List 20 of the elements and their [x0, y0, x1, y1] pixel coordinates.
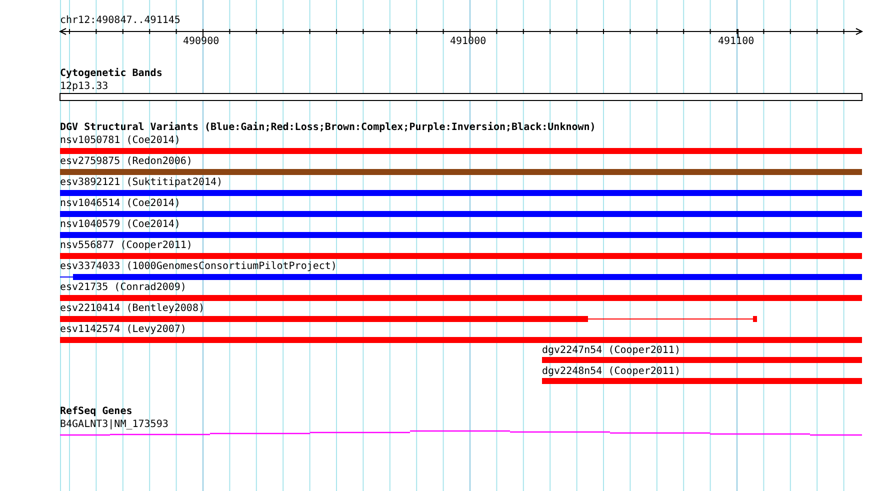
axis-tick-label: 491100	[718, 36, 754, 47]
variant-label: esv3892121 (Suktitipat2014)	[60, 177, 223, 188]
variant-label: esv3374033 (1000GenomesConsortiumPilotProject)	[60, 261, 337, 272]
variant-label: nsv1046514 (Coe2014)	[60, 198, 180, 209]
band-label: 12p13.33	[60, 81, 108, 92]
axis-tick-label: 491000	[450, 36, 486, 47]
variant-label: esv21735 (Conrad2009)	[60, 282, 186, 293]
track-heading: DGV Structural Variants (Blue:Gain;Red:Loss;Brown:Complex;Purple:Inversion;Black:Unknown)	[60, 122, 596, 133]
variant-label: nsv1050781 (Coe2014)	[60, 135, 180, 146]
variant-label: dgv2247n54 (Cooper2011)	[542, 345, 680, 356]
axis-tick-label: 490900	[183, 36, 220, 47]
gene-label: B4GALNT3|NM_173593	[60, 419, 168, 430]
variant-label: esv2759875 (Redon2006)	[60, 156, 192, 167]
track-heading: Cytogenetic Bands	[60, 68, 162, 79]
variant-label: nsv1040579 (Coe2014)	[60, 219, 180, 230]
variant-label: nsv556877 (Cooper2011)	[60, 240, 192, 251]
variant-label: esv1142574 (Levy2007)	[60, 324, 186, 335]
variant-label: esv2210414 (Bentley2008)	[60, 303, 204, 314]
coordinate-range: chr12:490847..491145	[60, 15, 180, 26]
variant-label: dgv2248n54 (Cooper2011)	[542, 366, 680, 377]
